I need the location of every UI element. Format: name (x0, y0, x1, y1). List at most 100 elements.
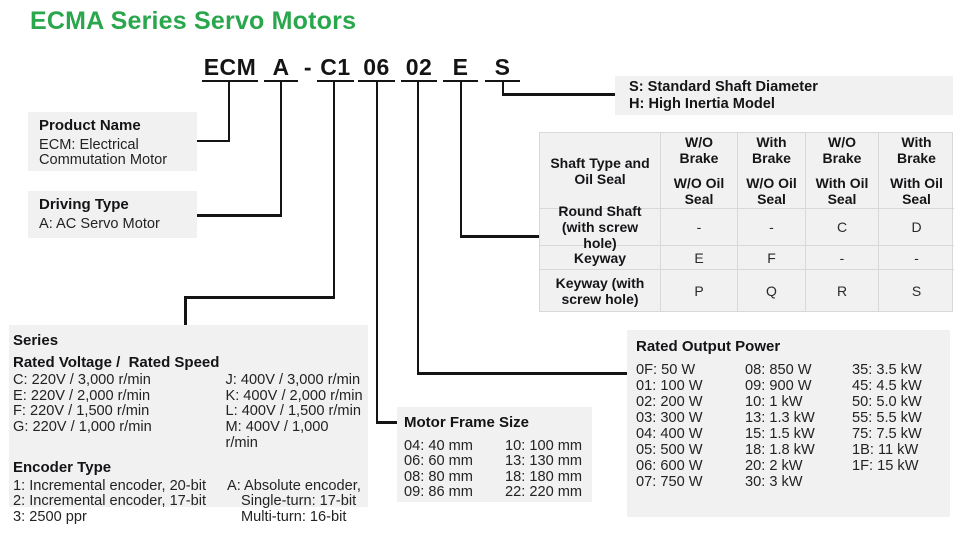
text-line: 30: 3 kW (745, 474, 803, 490)
text-line: 1B: 11 kW (852, 442, 919, 458)
connector-line-s-h (501, 93, 617, 96)
code-segment-c1: C1 (317, 55, 354, 82)
table-cell-value: - (806, 246, 879, 270)
table-header-cell: W/O Brake W/O Oil Seal (661, 133, 738, 209)
code-segment-dash: - (303, 54, 313, 80)
text-line: 13: 1.3 kW (745, 410, 815, 426)
table-row-label: Keyway (540, 246, 661, 270)
voltage-speed-title: Rated Voltage / Rated Speed (13, 353, 220, 371)
text-line: 06: 600 W (636, 458, 703, 474)
table-cell-value: S (911, 282, 922, 299)
text-line: 04: 40 mm (404, 437, 473, 454)
connector-line-ecm-v (227, 82, 231, 142)
text-line: Commutation Motor (39, 152, 168, 169)
text-line: 05: 500 W (636, 442, 703, 458)
text-line: 20: 2 kW (745, 458, 803, 474)
code-segment-ecm: ECM (202, 54, 258, 82)
text-line: Multi-turn: 16-bit (241, 508, 347, 525)
box-body: A: AC Servo Motor (39, 215, 186, 233)
text-line: 02: 200 W (636, 394, 703, 410)
driving-type-box: Driving Type A: AC Servo Motor (28, 191, 197, 238)
code-segment-a: A (264, 55, 298, 82)
text-line: 50: 5.0 kW (852, 394, 922, 410)
text-line: 01: 100 W (636, 378, 703, 394)
text-line: G: 220V / 1,000 r/min (13, 418, 152, 435)
code-segment-02: 02 (401, 55, 437, 82)
table-cell-value: F (738, 246, 806, 270)
text-line: 10: 1 kW (745, 394, 803, 410)
header-top: With Brake (897, 134, 936, 166)
text-line: 75: 7.5 kW (852, 426, 922, 442)
box-title: Rated Output Power (636, 338, 781, 355)
text-line: J: 400V / 3,000 r/min (225, 372, 361, 389)
text-line: 07: 750 W (636, 474, 703, 490)
box-title: Motor Frame Size (404, 414, 530, 431)
text-line: A: AC Servo Motor (39, 215, 160, 232)
text-line: 03: 300 W (636, 410, 703, 426)
text-line: ECM: Electrical (39, 136, 139, 153)
text-line: 2: Incremental encoder, 17-bit (13, 493, 207, 510)
connector-line-c1-v (332, 82, 336, 299)
text-line: F: 220V / 1,500 r/min (13, 403, 150, 420)
connector-line-02-v (416, 82, 420, 375)
text-line: E: 220V / 2,000 r/min (13, 387, 151, 404)
text-line: 13: 130 mm (505, 453, 583, 470)
table-cell-value: P (661, 270, 738, 311)
connector-line-06-h (375, 421, 400, 424)
header-bottom: With Oil Seal (815, 175, 869, 207)
header-top: W/O Brake (822, 134, 862, 166)
table-cell-value: - (661, 209, 738, 246)
table-corner-label: Shaft Type and Oil Seal (540, 133, 661, 209)
page-title: ECMA Series Servo Motors (30, 7, 357, 35)
text-line: 18: 180 mm (505, 468, 583, 485)
connector-line-e-v (459, 82, 463, 238)
text-line: 04: 400 W (636, 426, 703, 442)
code-segment-06: 06 (358, 55, 395, 82)
connector-line-06-v (375, 82, 379, 424)
table-row-label: Keyway (with screw hole) (540, 270, 661, 311)
header-top: With Brake (752, 134, 791, 166)
text-line: 09: 86 mm (404, 484, 473, 501)
connector-line-ecm-h (196, 139, 230, 143)
table-header-cell: With Brake W/O Oil Seal (738, 133, 806, 209)
text-line: 08: 850 W (745, 362, 812, 378)
text-line: 08: 80 mm (404, 468, 473, 485)
connector-line-a-h (196, 214, 282, 217)
table-cell-value: - (738, 209, 806, 246)
text-line: 3: 2500 ppr (13, 508, 87, 525)
table-header-cell: W/O Brake With Oil Seal (806, 133, 879, 209)
connector-line-c1-h (184, 296, 335, 299)
text-line: 10: 100 mm (505, 437, 583, 454)
connector-line-02-h (416, 372, 629, 375)
table-header-cell: With Brake With Oil Seal (879, 133, 954, 209)
connector-line-a-v (279, 82, 283, 217)
text-line: H: High Inertia Model (629, 95, 775, 112)
text-line: C: 220V / 3,000 r/min (13, 372, 151, 389)
box-title: Driving Type (39, 196, 129, 213)
encoder-type-title: Encoder Type (13, 459, 112, 477)
text-line: 06: 60 mm (404, 453, 473, 470)
text-line: 1: Incremental encoder, 20-bit (13, 477, 207, 494)
text-line: Single-turn: 17-bit (241, 493, 357, 510)
box-title: Product Name (39, 117, 141, 134)
text-line: A: Absolute encoder, (227, 477, 361, 494)
series-box: Series Rated Voltage / Rated Speed C: 22… (9, 325, 368, 525)
header-bottom: W/O Oil Seal (673, 175, 725, 207)
text-line: 22: 220 mm (505, 484, 583, 501)
text-line: 15: 1.5 kW (745, 426, 815, 442)
header-top: W/O Brake (679, 134, 719, 166)
